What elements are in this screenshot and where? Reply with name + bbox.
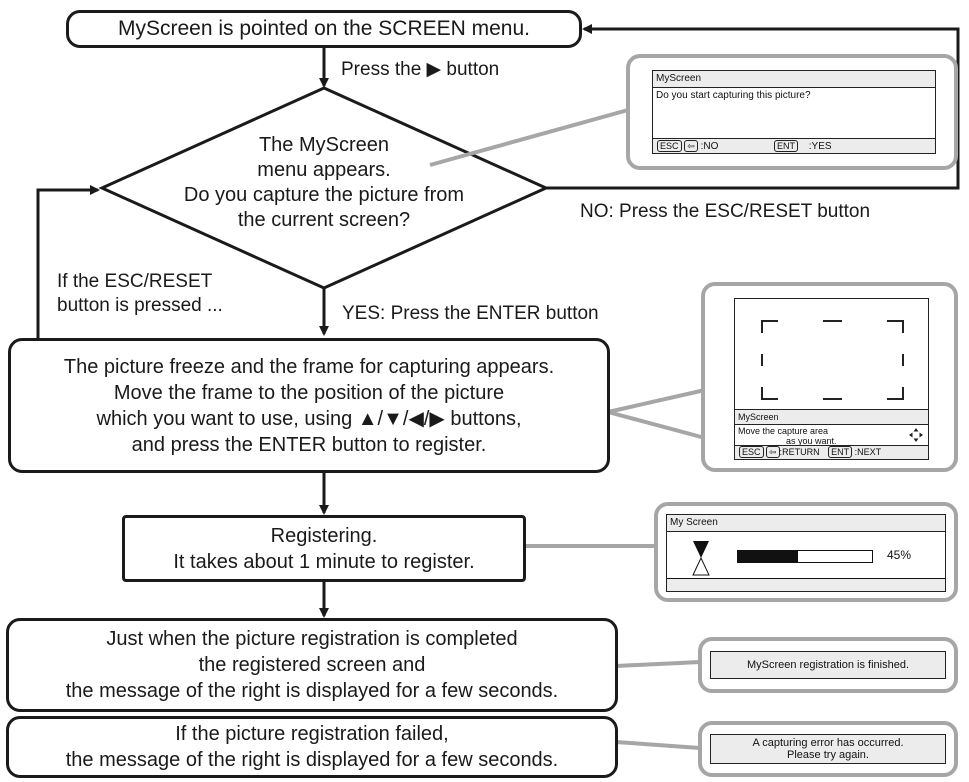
move-arrows-icon [909, 428, 923, 442]
finished-message-box: MyScreen registration is finished. [710, 651, 946, 679]
callout-pointer-capture-2 [607, 410, 706, 440]
error-message-box: A capturing error has occurred. Please t… [710, 734, 946, 764]
node-completed: Just when the picture registration is co… [6, 618, 618, 712]
capture-screen: MyScreen Move the capture area as you wa… [734, 298, 929, 460]
decision-line-2: menu appears. [257, 159, 391, 181]
callout-capture: MyScreen Move the capture area as you wa… [701, 282, 958, 472]
registering-line-2: It takes about 1 minute to register. [173, 550, 475, 573]
frame-corner-br [887, 387, 904, 400]
callout-pointer-error [615, 740, 701, 750]
failed-line-1: If the picture registration failed, [175, 723, 449, 745]
completed-line-2: the registered screen and [198, 654, 426, 676]
node-start-label: MyScreen is pointed on the SCREEN menu. [117, 17, 531, 40]
node-failed: If the picture registration failed, the … [6, 716, 618, 778]
yes-label: :YES [808, 141, 832, 152]
return-label: :RETURN [779, 447, 820, 457]
confirm-dialog: MyScreen Do you start capturing this pic… [652, 70, 936, 154]
decision-text: The MyScreen menu appears. Do you captur… [130, 133, 518, 233]
no-label: :NO [700, 141, 719, 152]
frame-corner-tl [761, 320, 778, 333]
decision-line-3: Do you capture the picture from [183, 184, 465, 206]
finished-message: MyScreen registration is finished. [746, 659, 909, 671]
confirm-dialog-message: Do you start capturing this picture? [656, 90, 811, 101]
callout-pointer-finished [615, 660, 701, 668]
confirm-dialog-title: MyScreen [653, 71, 935, 88]
completed-line-1: Just when the picture registration is co… [106, 628, 518, 650]
next-label: :NEXT [854, 447, 882, 457]
enter-key-icon: ENT [828, 446, 853, 458]
esc-pressed-line-1: If the ESC/RESET [57, 271, 213, 292]
edge-label-yes: YES: Press the ENTER button [342, 303, 599, 324]
freeze-line-4: and press the ENTER button to register. [131, 433, 487, 456]
callout-progress: My Screen 45% [654, 502, 958, 602]
callout-error: A capturing error has occurred. Please t… [698, 721, 958, 777]
edge-label-esc-pressed: If the ESC/RESET button is pressed ... [57, 270, 223, 318]
arrow-esc-loop [36, 185, 100, 338]
completed-line-3: the message of the right is displayed fo… [65, 680, 559, 702]
capture-frame [761, 320, 904, 400]
progress-window: My Screen 45% [666, 514, 946, 592]
confirm-dialog-footer: ESC ⇦ :NO ENT :YES [653, 138, 935, 153]
freeze-line-2: Move the frame to the position of the pi… [113, 381, 505, 404]
progress-title: My Screen [667, 515, 945, 532]
capture-panel: MyScreen Move the capture area as you wa… [735, 409, 928, 459]
progress-bar-fill [738, 551, 799, 562]
callout-pointer-confirm [429, 108, 629, 167]
esc-key-icon: ESC [739, 446, 764, 458]
progress-percent: 45% [887, 548, 912, 562]
callout-finished: MyScreen registration is finished. [698, 637, 958, 693]
node-freeze: The picture freeze and the frame for cap… [8, 338, 610, 473]
esc-key-icon: ESC [657, 140, 682, 152]
reset-key-icon: ⇦ [766, 446, 780, 458]
decision-line-4: the current screen? [237, 209, 411, 231]
freeze-line-1: The picture freeze and the frame for cap… [63, 355, 555, 378]
error-message-line-2: Please try again. [787, 749, 869, 761]
capture-title: MyScreen [735, 410, 928, 425]
frame-corner-tr [887, 320, 904, 333]
node-registering: Registering. It takes about 1 minute to … [122, 515, 526, 582]
freeze-line-3: which you want to use, using ▲/▼/◀/▶ but… [96, 407, 522, 430]
node-start: MyScreen is pointed on the SCREEN menu. [66, 10, 582, 48]
capture-message-line-2: as you want. [786, 436, 837, 446]
hourglass-icon [692, 541, 710, 576]
edge-label-press-right: Press the ▶ button [341, 59, 500, 80]
reset-key-icon: ⇦ [684, 140, 698, 152]
callout-confirm: MyScreen Do you start capturing this pic… [626, 54, 958, 170]
callout-pointer-capture [607, 388, 706, 414]
error-message-line-1: A capturing error has occurred. [752, 737, 904, 749]
progress-bar [737, 550, 873, 563]
registering-line-1: Registering. [270, 524, 378, 547]
decision-line-1: The MyScreen [258, 134, 390, 156]
progress-footer [667, 578, 945, 591]
capture-message: Move the capture area as you want. [735, 425, 928, 447]
frame-corner-bl [761, 387, 778, 400]
capture-footer: ESC ⇦:RETURN ENT :NEXT [735, 445, 928, 459]
enter-key-icon: ENT [773, 140, 798, 152]
edge-label-no: NO: Press the ESC/RESET button [580, 201, 871, 222]
failed-line-2: the message of the right is displayed fo… [65, 749, 559, 771]
arrow-no-loop [546, 24, 960, 190]
esc-pressed-line-2: button is pressed ... [57, 295, 223, 316]
capture-message-line-1: Move the capture area [738, 426, 829, 436]
